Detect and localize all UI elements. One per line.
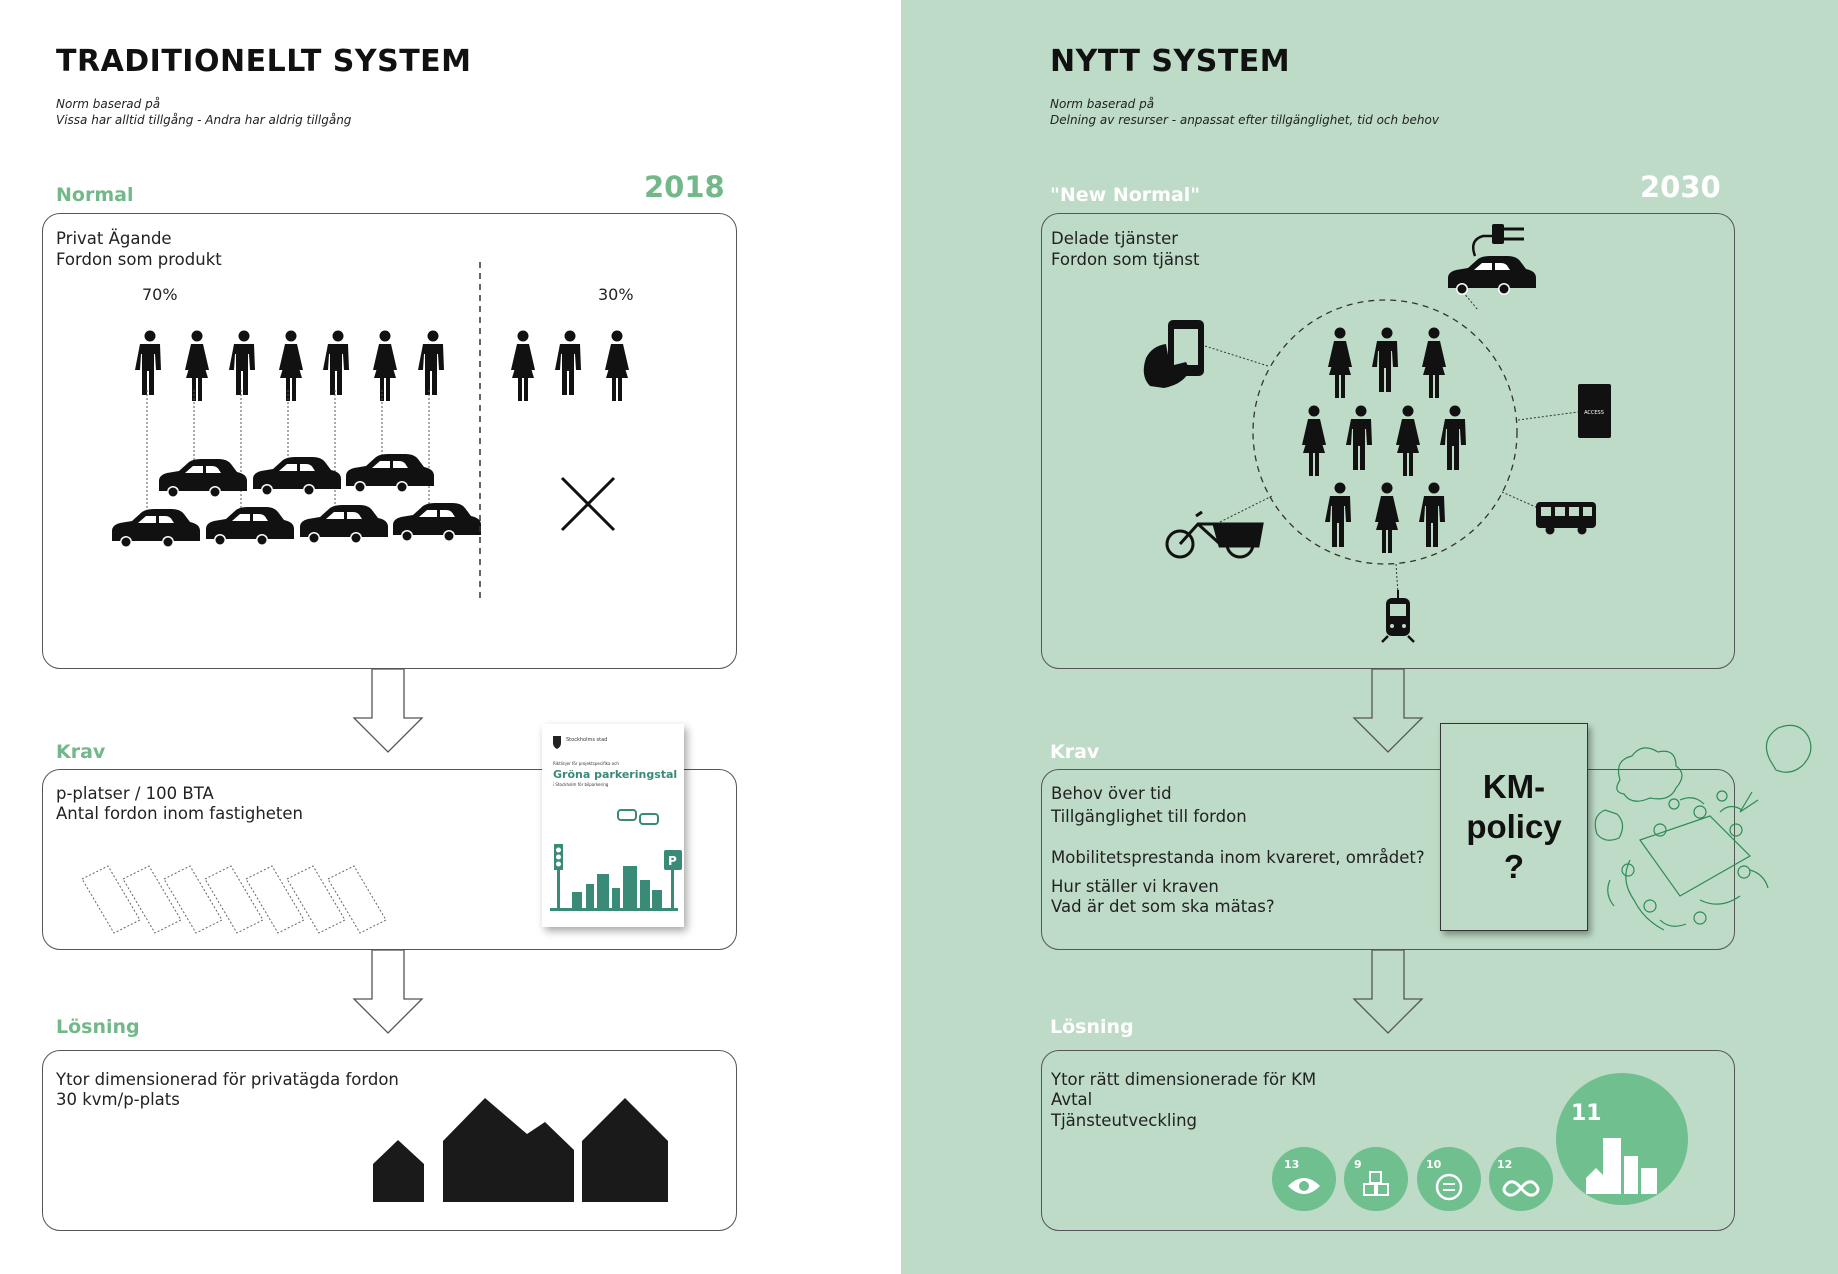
pct-owners: 70% (142, 285, 178, 304)
report-title: Gröna parkeringstal (553, 768, 677, 781)
left-losning-line2: 30 kvm/p-plats (56, 1090, 180, 1109)
left-losning-box (42, 1050, 737, 1231)
right-normal-line1: Delade tjänster (1051, 229, 1179, 248)
smartphone-icon (1143, 320, 1204, 388)
svg-text:ACCESS: ACCESS (1584, 410, 1604, 416)
house-icon (582, 1098, 668, 1202)
buildings-illustration (373, 1098, 668, 1202)
km-policy-card: KM- policy ? (1440, 723, 1588, 931)
right-losning-box (1041, 1050, 1735, 1231)
bus-icon (1536, 502, 1596, 535)
cargo-bike-icon (1165, 510, 1264, 559)
left-subtitle-1: Norm baserad på (56, 97, 161, 111)
house-icon (373, 1140, 424, 1202)
right-title: NYTT SYSTEM (1050, 44, 1291, 79)
right-normal-label: "New Normal" (1050, 184, 1201, 206)
report-overline: Riktlinjer för projektspecifika och (553, 761, 619, 766)
left-normal-label: Normal (56, 184, 134, 206)
arrow-down-icon (352, 949, 424, 1034)
svg-text:12: 12 (1497, 1158, 1512, 1171)
right-krav-line3: Mobilitetsprestanda inom kvareret, områd… (1051, 848, 1425, 867)
right-krav-line5: Vad är det som ska mätas? (1051, 897, 1275, 916)
house-icon (443, 1098, 574, 1202)
electric-car-icon (1448, 224, 1536, 295)
arrow-down-icon (1352, 668, 1424, 753)
left-title: TRADITIONELLT SYSTEM (56, 44, 472, 79)
tram-icon (1381, 590, 1415, 643)
svg-text:P: P (668, 854, 677, 868)
parking-spaces-illustration (81, 865, 387, 934)
right-subtitle-1: Norm baserad på (1050, 97, 1155, 111)
left-krav-line1: p-platser / 100 BTA (56, 784, 214, 803)
left-normal-line2: Fordon som produkt (56, 250, 222, 269)
right-normal-line2: Fordon som tjänst (1051, 250, 1200, 269)
svg-text:9: 9 (1354, 1158, 1362, 1171)
sdg-13-icon: 13 (1272, 1147, 1336, 1211)
right-losning-label: Lösning (1050, 1016, 1134, 1038)
left-subtitle-2: Vissa har alltid tillgång - Andra har al… (56, 113, 352, 127)
sdg-11-icon: 11 (1556, 1073, 1688, 1205)
left-losning-label: Lösning (56, 1016, 140, 1038)
sdg-9-icon: 9 (1344, 1147, 1408, 1211)
svg-text:13: 13 (1284, 1158, 1299, 1171)
right-krav-line4: Hur ställer vi kraven (1051, 877, 1219, 896)
no-car-cross-icon (560, 476, 616, 532)
right-krav-box (1041, 769, 1735, 950)
km-policy-text: KM- policy ? (1466, 768, 1562, 885)
left-losning-line1: Ytor dimensionerad för privatägda fordon (56, 1070, 399, 1089)
left-krav-line2: Antal fordon inom fastigheten (56, 804, 304, 823)
left-krav-label: Krav (56, 741, 106, 763)
right-krav-line1: Behov över tid (1051, 784, 1172, 803)
right-losning-line1: Ytor rätt dimensionerade för KM (1051, 1070, 1317, 1089)
right-losning-line2: Avtal (1051, 1090, 1093, 1109)
right-subtitle-2: Delning av resurser - anpassat efter til… (1050, 113, 1439, 127)
report-subline: i Stockholm för bilparkering (553, 782, 609, 787)
arrow-down-icon (352, 668, 424, 753)
svg-text:10: 10 (1426, 1158, 1442, 1171)
left-year: 2018 (644, 170, 725, 204)
right-krav-label: Krav (1050, 741, 1100, 763)
left-normal-illustration (112, 262, 629, 1034)
right-losning-line3: Tjänsteutveckling (1051, 1111, 1198, 1130)
left-krav-box (42, 769, 737, 950)
right-krav-line2: Tillgänglighet till fordon (1051, 807, 1247, 826)
parking-report-thumbnail: Stockholms stad Riktlinjer för projektsp… (542, 724, 684, 927)
sdg-10-icon: 10 (1417, 1147, 1481, 1211)
pct-non-owners: 30% (598, 285, 634, 304)
arrow-down-icon (1352, 949, 1424, 1034)
sdg-12-icon: 12 (1489, 1147, 1553, 1211)
left-normal-line1: Privat Ägande (56, 229, 172, 248)
right-year: 2030 (1640, 170, 1721, 204)
svg-text:11: 11 (1571, 1101, 1602, 1126)
report-org: Stockholms stad (566, 737, 607, 743)
access-card-icon: ACCESS (1578, 384, 1611, 438)
